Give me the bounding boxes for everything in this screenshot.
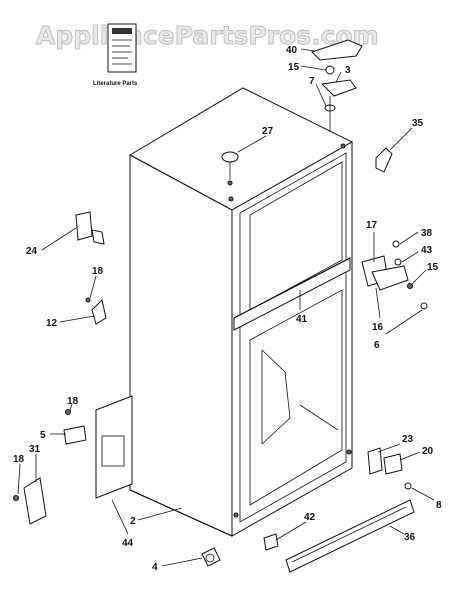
- callout-5: 5: [40, 430, 46, 441]
- callout-12: 12: [46, 318, 58, 329]
- callout-7: 7: [309, 76, 315, 87]
- side-panel-part: [95, 395, 133, 499]
- callout-4: 4: [152, 562, 158, 573]
- callout-36: 36: [404, 532, 416, 543]
- callout-18-lower: 18: [67, 396, 79, 407]
- lower-hinge-assembly: [13, 409, 87, 525]
- toe-grille-part: [285, 499, 415, 573]
- callout-labels: 40 15 3 7 27 35 24 17 38 43 15 18 12 16 …: [13, 45, 442, 573]
- leader-lines: [17, 48, 435, 567]
- callout-18-bottom: 18: [13, 454, 25, 465]
- literature-label: Literature Parts: [93, 81, 138, 87]
- callout-20: 20: [422, 446, 434, 457]
- callout-35: 35: [412, 118, 424, 129]
- callout-41: 41: [296, 314, 308, 325]
- callout-6: 6: [374, 340, 380, 351]
- literature-booklet-icon: [107, 23, 137, 73]
- callout-15-right: 15: [427, 262, 439, 273]
- callout-38: 38: [421, 228, 433, 239]
- watermark: AppliancePartsPros.com: [36, 21, 379, 50]
- callout-17: 17: [366, 220, 378, 231]
- callout-24: 24: [26, 246, 38, 257]
- callout-40: 40: [286, 45, 298, 56]
- callout-31: 31: [29, 444, 41, 455]
- callout-15-top: 15: [288, 62, 300, 73]
- callout-18-left: 18: [92, 266, 104, 277]
- callout-23: 23: [402, 434, 414, 445]
- lower-right-hinge-assembly: [367, 447, 412, 490]
- top-plug-part: [221, 151, 239, 186]
- top-bracket-part: [375, 147, 393, 173]
- top-hinge-assembly: [311, 39, 363, 132]
- callout-43: 43: [421, 245, 433, 256]
- callout-27: 27: [262, 126, 274, 137]
- hinge-pin-part: [85, 297, 107, 325]
- callout-42: 42: [304, 512, 316, 523]
- leveling-leg-part: [201, 547, 221, 567]
- door-stop-part: [75, 211, 105, 245]
- callout-44: 44: [122, 538, 134, 549]
- callout-8: 8: [436, 500, 442, 511]
- center-hinge-assembly: [361, 240, 428, 310]
- callout-2: 2: [130, 516, 136, 527]
- cabinet-body: [128, 87, 354, 537]
- callout-3: 3: [345, 65, 351, 76]
- callout-16: 16: [372, 322, 384, 333]
- clip-part: [263, 533, 279, 551]
